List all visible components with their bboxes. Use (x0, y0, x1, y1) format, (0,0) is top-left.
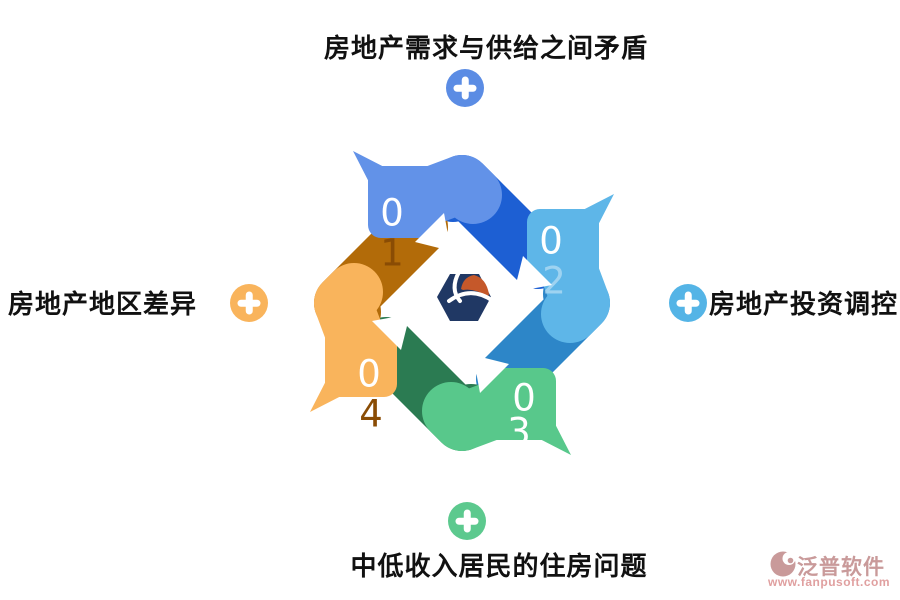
arrow-03-number-digit1: 0 (512, 377, 536, 420)
plus-icon-bar (461, 76, 469, 100)
watermark-url-text: www.fanpusoft.com (768, 575, 891, 589)
arrow-04-number-digit2: 4 (359, 393, 383, 436)
plus-icon-left (230, 284, 268, 322)
plus-icon-bar (245, 291, 253, 315)
watermark-brand-text: 泛普软件 (797, 556, 885, 579)
center-logo (437, 270, 495, 321)
arrow-04-head (310, 263, 410, 412)
arrow-02-number-digit2: 2 (542, 260, 566, 303)
arrow-04-number-digit1: 0 (357, 353, 381, 396)
plus-icon-bar (463, 509, 471, 533)
arrow-01-head (353, 151, 502, 251)
arrow-01-number-digit2: 1 (380, 232, 404, 275)
arrow-02-number-digit1: 0 (539, 220, 563, 263)
logo-swoosh-left (452, 270, 462, 303)
plus-icon-bottom (448, 502, 486, 540)
arrow-03-head (422, 355, 571, 455)
arrow-02-head (514, 194, 614, 343)
logo-swoosh-bottom (447, 291, 495, 303)
label-left: 房地产地区差异 (8, 289, 198, 319)
label-top: 房地产需求与供给之间矛盾 (323, 33, 649, 63)
arrow-01-number-digit1: 0 (380, 192, 404, 235)
plus-icon-right (669, 284, 707, 322)
label-bottom: 中低收入居民的住房问题 (350, 551, 648, 581)
watermark-logo (770, 551, 796, 577)
arrow-03-number-digit2: 3 (507, 411, 531, 454)
plus-icon-bar (684, 291, 692, 315)
label-right: 房地产投资调控 (709, 289, 899, 319)
logo-flame (461, 275, 489, 297)
plus-icon-top (446, 69, 484, 107)
